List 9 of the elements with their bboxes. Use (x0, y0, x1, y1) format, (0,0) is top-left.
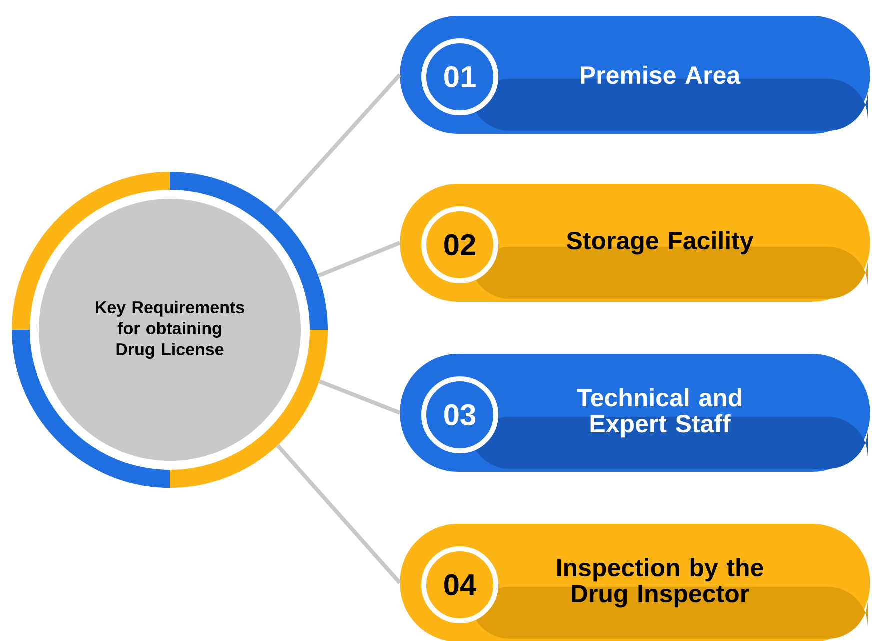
pill-title: Premise Area (581, 66, 741, 84)
connector-line (276, 444, 402, 584)
node-label: Key Requirements for obtaining Drug License (96, 301, 244, 359)
connector-line (318, 380, 401, 415)
connector-line (274, 74, 402, 214)
connector-line (318, 241, 401, 278)
pill-title: Storage Facility (566, 231, 754, 255)
pill-title: Technical and Expert Staff (577, 388, 742, 438)
pill-title: Inspection by the Drug Inspector (558, 558, 764, 608)
